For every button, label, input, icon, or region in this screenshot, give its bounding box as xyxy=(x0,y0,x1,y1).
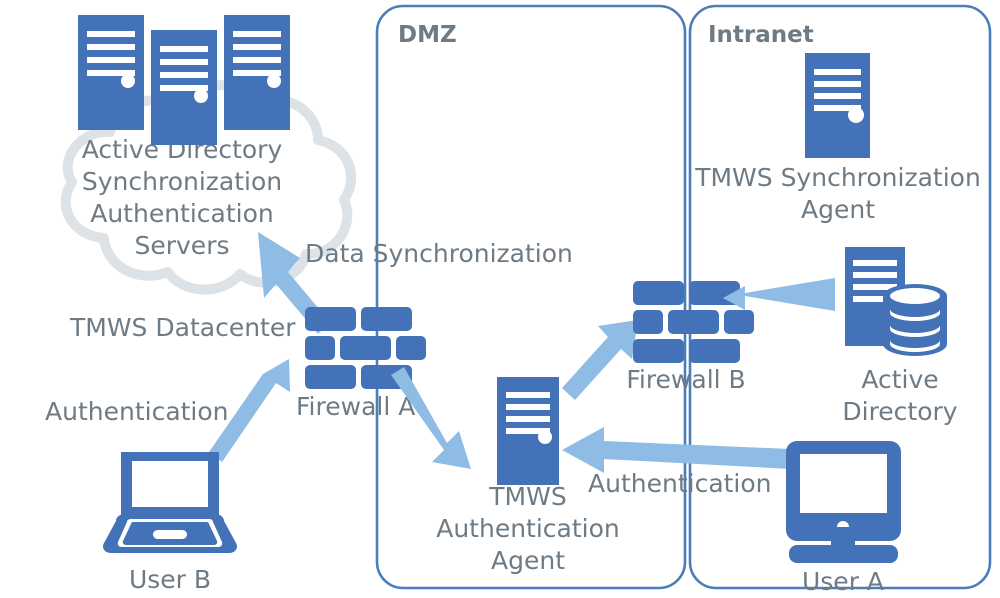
laptop-icon xyxy=(102,452,238,553)
cloud-label-line-4: Servers xyxy=(134,231,229,260)
user-b-node[interactable]: User B xyxy=(102,452,238,594)
active-directory-node[interactable]: Active Directory xyxy=(842,247,958,426)
arrow-authentication-user-b xyxy=(209,359,290,462)
cloud-label-line-3: Authentication xyxy=(90,199,274,228)
active-directory-label-line-1: Active xyxy=(861,365,938,394)
flow-label-authentication-left: Authentication xyxy=(45,397,229,426)
zone-intranet[interactable]: Intranet xyxy=(688,4,992,590)
firewall-a-label: Firewall A xyxy=(296,392,415,421)
tmws-sync-agent-label-line-2: Agent xyxy=(801,195,875,224)
arrow-firewall-a-to-auth-agent xyxy=(391,367,471,469)
firewall-b-label: Firewall B xyxy=(626,365,745,394)
tmws-authentication-agent-node[interactable]: TMWS Authentication Agent xyxy=(436,377,620,575)
cloud-label-line-2: Synchronization xyxy=(82,167,282,196)
server-icon-middle xyxy=(151,30,217,145)
flow-label-data-synchronization: Data Synchronization xyxy=(305,239,573,268)
user-a-label: User A xyxy=(802,567,884,596)
server-icon-right xyxy=(224,15,290,130)
tmws-datacenter-node[interactable]: Active Directory Synchronization Authent… xyxy=(60,80,357,295)
server-icon-left xyxy=(78,15,144,130)
server-stack-icon[interactable] xyxy=(78,15,290,145)
zone-dmz-label: DMZ xyxy=(398,22,457,48)
tmws-datacenter-label: TMWS Datacenter xyxy=(69,313,296,342)
zone-intranet-label: Intranet xyxy=(708,22,814,48)
desktop-monitor-icon xyxy=(786,441,901,563)
firewall-b-node[interactable]: Firewall B xyxy=(626,281,754,394)
firewall-brick-icon-b xyxy=(633,281,754,363)
user-b-label: User B xyxy=(129,565,211,594)
active-directory-label-line-2: Directory xyxy=(842,397,957,426)
flow-label-authentication-right: Authentication xyxy=(588,469,772,498)
arrow-authentication-user-a xyxy=(562,427,790,473)
tmws-auth-agent-label-line-1: TMWS xyxy=(488,482,566,511)
arrow-auth-agent-to-firewall-b xyxy=(562,320,638,400)
tmws-sync-agent-label-line-1: TMWS Synchronization xyxy=(694,163,981,192)
arrow-active-directory-to-firewall-b xyxy=(723,278,835,311)
user-a-node[interactable]: User A xyxy=(786,441,901,596)
tmws-synchronization-agent-node[interactable]: TMWS Synchronization Agent xyxy=(694,53,981,224)
database-server-icon xyxy=(845,247,947,356)
server-icon-auth-agent xyxy=(497,377,559,485)
server-icon-sync-agent xyxy=(805,53,870,158)
tmws-auth-agent-label-line-3: Agent xyxy=(491,546,565,575)
tmws-auth-agent-label-line-2: Authentication xyxy=(436,514,620,543)
